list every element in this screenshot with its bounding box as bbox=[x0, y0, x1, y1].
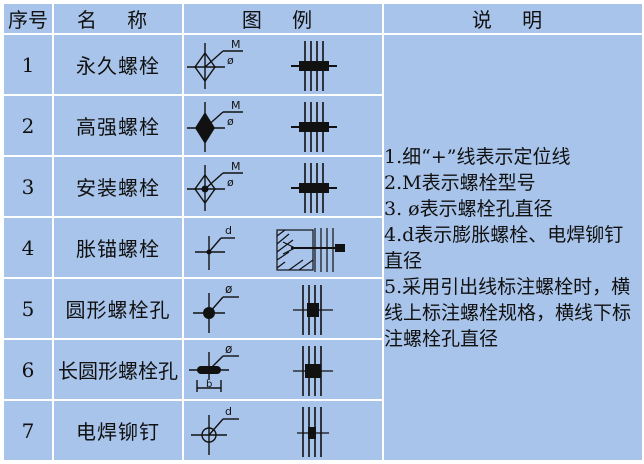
table-row: 7 电焊铆钉 d bbox=[2, 399, 643, 462]
permanent-bolt-symbol: M ø bbox=[187, 38, 337, 91]
header-legend: 图 例 bbox=[182, 2, 384, 35]
note-4: 4.d表示膨胀螺栓、电焊铆钉直径 bbox=[384, 223, 624, 272]
table-row: 6 长圆形螺栓孔 ø b bbox=[2, 338, 643, 401]
sym-label: M bbox=[231, 38, 241, 51]
row-name: 高强螺栓 bbox=[52, 94, 184, 157]
round-bolt-hole-symbol: ø bbox=[193, 282, 333, 335]
row-symbol: d bbox=[182, 399, 384, 462]
row-name: 永久螺栓 bbox=[52, 33, 184, 96]
row-name: 安装螺栓 bbox=[52, 155, 184, 218]
row-index: 5 bbox=[2, 277, 54, 340]
sym-label: M bbox=[231, 160, 241, 173]
expansion-bolt-symbol: d bbox=[195, 224, 345, 272]
note-1: 1.细“+”线表示定位线 bbox=[384, 145, 571, 168]
row-symbol: ø bbox=[182, 277, 384, 340]
note-3: 3. ø表示螺栓孔直径 bbox=[384, 197, 553, 220]
slotted-bolt-hole-symbol: ø b bbox=[189, 342, 333, 396]
sym-label: d bbox=[225, 405, 232, 418]
notes-cell: 1.细“+”线表示定位线 2.M表示螺栓型号 3. ø表示螺栓孔直径 4.d表示… bbox=[382, 33, 644, 462]
table-row: 5 圆形螺栓孔 ø bbox=[2, 277, 643, 340]
header-name: 名 称 bbox=[52, 2, 184, 35]
sym-label: ø bbox=[225, 342, 232, 356]
high-strength-bolt-symbol: M ø bbox=[187, 99, 337, 152]
row-name: 长圆形螺栓孔 bbox=[52, 338, 184, 401]
sym-sub: b bbox=[206, 379, 212, 390]
row-index: 7 bbox=[2, 399, 54, 462]
sym-label: d bbox=[225, 224, 232, 237]
table-row: 4 胀锚螺栓 d bbox=[2, 216, 643, 279]
sym-sub: ø bbox=[227, 54, 234, 67]
row-name: 电焊铆钉 bbox=[52, 399, 184, 462]
sym-sub: ø bbox=[227, 115, 234, 128]
row-index: 2 bbox=[2, 94, 54, 157]
row-symbol: M ø bbox=[182, 94, 384, 157]
row-index: 6 bbox=[2, 338, 54, 401]
row-symbol: d bbox=[182, 216, 384, 279]
row-name: 圆形螺栓孔 bbox=[52, 277, 184, 340]
row-name: 胀锚螺栓 bbox=[52, 216, 184, 279]
row-symbol: M ø bbox=[182, 155, 384, 218]
note-2: 2.M表示螺栓型号 bbox=[384, 171, 536, 194]
header-index: 序号 bbox=[2, 2, 54, 35]
welded-rivet-symbol: d bbox=[191, 405, 329, 457]
header-row: 序号 名 称 图 例 说 明 bbox=[2, 2, 644, 35]
note-5: 5.采用引出线标注螺栓时，横线上标注螺栓规格，横线下标注螺栓孔直径 bbox=[384, 275, 632, 350]
sym-label: M bbox=[231, 99, 241, 112]
installation-bolt-symbol: M ø bbox=[187, 160, 337, 213]
row-symbol: M ø bbox=[182, 33, 384, 96]
sym-label: ø bbox=[225, 282, 232, 296]
row-index: 4 bbox=[2, 216, 54, 279]
row-index: 1 bbox=[2, 33, 54, 96]
row-symbol: ø b bbox=[182, 338, 384, 401]
sym-sub: ø bbox=[227, 176, 234, 189]
header-note: 说 明 bbox=[382, 2, 644, 35]
table-row: 1 永久螺栓 M ø bbox=[2, 33, 644, 462]
row-index: 3 bbox=[2, 155, 54, 218]
table-row: 2 高强螺栓 M ø bbox=[2, 94, 643, 157]
table-row: 3 安装螺栓 M ø bbox=[2, 155, 643, 218]
